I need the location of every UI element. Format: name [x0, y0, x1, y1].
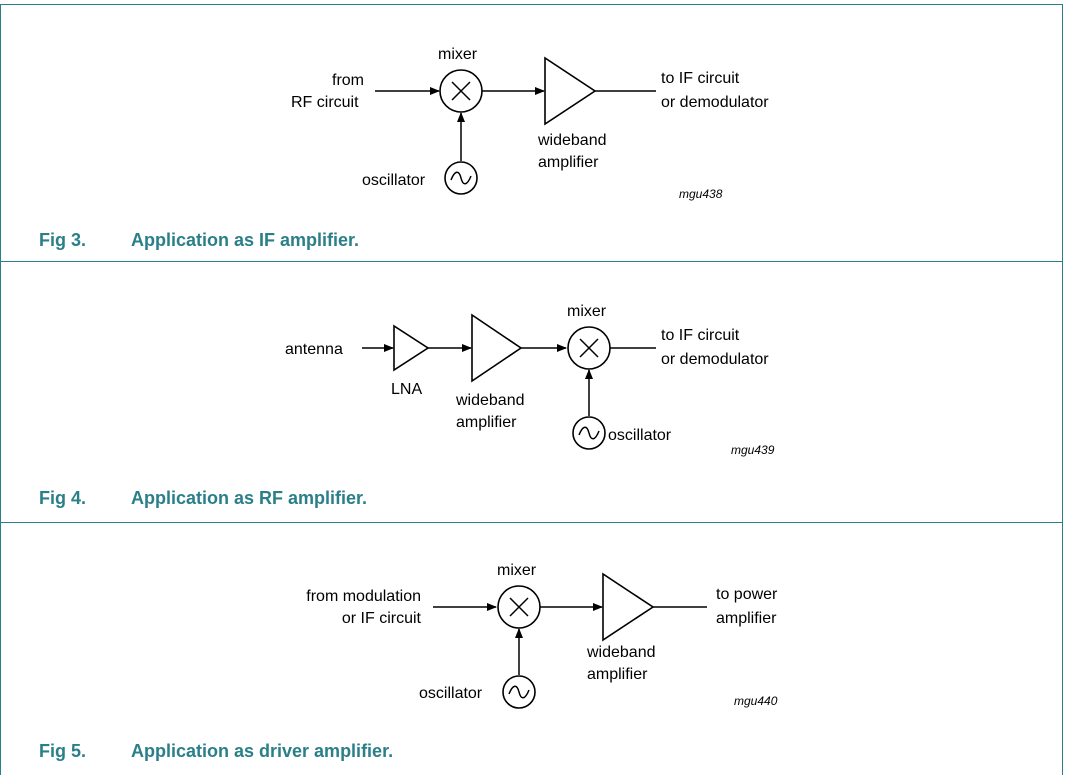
fig4-oscillator-label: oscillator: [608, 427, 672, 444]
fig3-oscillator-label: oscillator: [362, 172, 426, 189]
fig4-output-label-2: or demodulator: [661, 351, 769, 368]
fig5-oscillator-label: oscillator: [419, 685, 483, 702]
fig4-mixer-label: mixer: [567, 303, 607, 320]
fig4-amplifier-triangle: [471, 313, 523, 383]
fig4-oscillator-symbol: [572, 416, 606, 450]
fig3-number: Fig 3.: [39, 230, 87, 250]
fig3-output-label-2: or demodulator: [661, 94, 769, 111]
fig3-oscillator-symbol: [444, 161, 478, 195]
fig3-mixer-label: mixer: [438, 46, 478, 63]
fig4-input-label: antenna: [285, 341, 343, 358]
fig3-amplifier-triangle: [544, 56, 597, 126]
fig3-caption: Fig 3. Application as IF amplifier.: [39, 230, 359, 251]
fig5-output-label-1: to power: [716, 586, 778, 603]
fig4-code: mgu439: [731, 443, 775, 457]
fig4-lna-triangle: [393, 324, 430, 372]
fig3-title: Application as IF amplifier.: [131, 230, 360, 250]
figure-3-diagram: from RF circuit mixer to IF circuit or d…: [291, 46, 769, 201]
fig3-input-label-1: from: [332, 72, 364, 89]
fig3-code: mgu438: [679, 187, 723, 201]
fig5-number: Fig 5.: [39, 741, 87, 761]
figure-4-panel: antenna LNA wideband amplifier mixer to …: [0, 261, 1063, 523]
fig5-mixer-symbol: [497, 585, 541, 629]
fig5-mixer-label: mixer: [497, 562, 537, 579]
fig5-title: Application as driver amplifier.: [131, 741, 394, 761]
fig5-output-label-2: amplifier: [716, 610, 777, 627]
fig4-amp-label-2: amplifier: [456, 414, 517, 431]
fig3-mixer-symbol: [439, 69, 483, 113]
fig4-mixer-symbol: [567, 326, 611, 370]
fig5-input-label-2: or IF circuit: [342, 610, 422, 627]
figure-4-diagram: antenna LNA wideband amplifier mixer to …: [285, 303, 775, 457]
fig4-number: Fig 4.: [39, 488, 87, 508]
fig5-amp-label-2: amplifier: [587, 666, 648, 683]
fig5-caption: Fig 5. Application as driver amplifier.: [39, 741, 393, 762]
fig4-output-label-1: to IF circuit: [661, 327, 740, 344]
fig5-code: mgu440: [734, 694, 778, 708]
figure-3-panel: from RF circuit mixer to IF circuit or d…: [0, 4, 1063, 262]
fig4-amp-label-1: wideband: [455, 392, 525, 409]
fig5-amplifier-triangle: [602, 572, 655, 642]
fig4-caption: Fig 4. Application as RF amplifier.: [39, 488, 367, 509]
fig4-lna-label: LNA: [391, 381, 422, 398]
figure-5-diagram: from modulation or IF circuit mixer to p…: [306, 562, 778, 709]
fig4-title: Application as RF amplifier.: [131, 488, 368, 508]
fig3-amp-label-1: wideband: [537, 132, 607, 149]
fig5-oscillator-symbol: [502, 675, 536, 709]
fig3-input-label-2: RF circuit: [291, 94, 359, 111]
fig3-amp-label-2: amplifier: [538, 154, 599, 171]
fig5-input-label-1: from modulation: [306, 588, 421, 605]
fig5-amp-label-1: wideband: [586, 644, 656, 661]
figure-5-panel: from modulation or IF circuit mixer to p…: [0, 522, 1063, 775]
fig3-output-label-1: to IF circuit: [661, 70, 740, 87]
